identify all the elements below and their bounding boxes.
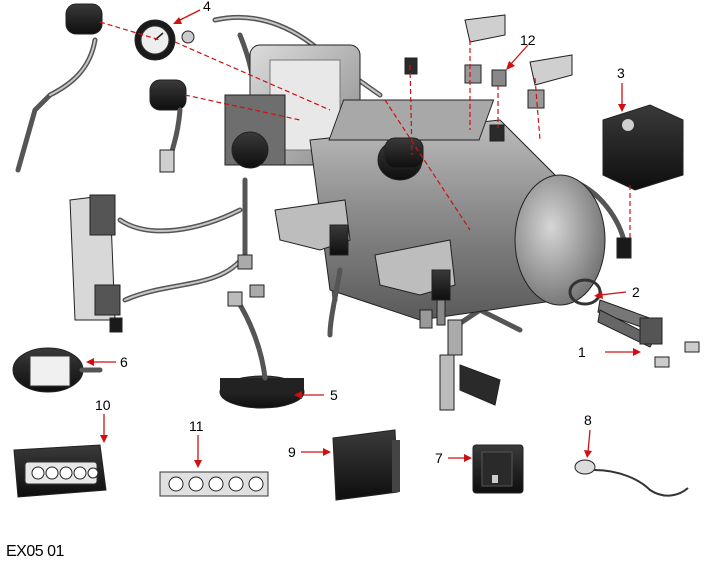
rocker-switch [472, 444, 524, 494]
machine-assembly [15, 3, 700, 411]
callout-8: 8 [584, 412, 592, 458]
diagram-reference-code: EX05 01 [6, 543, 64, 560]
keypad [13, 444, 107, 498]
temperature-probe [574, 459, 689, 497]
timer-motor [12, 347, 103, 393]
callout-1: 1 [578, 344, 641, 360]
callout-4: 4 [173, 0, 211, 24]
callouts: 1 2 3 4 5 6 [86, 0, 641, 468]
callout-2-label: 2 [632, 284, 640, 300]
callout-7-label: 7 [435, 450, 443, 466]
control-box [332, 429, 400, 501]
callout-12: 12 [506, 32, 536, 70]
callout-8-label: 8 [584, 412, 592, 428]
callout-5: 5 [294, 387, 338, 403]
relation-lines [99, 21, 631, 238]
callout-5-label: 5 [330, 387, 338, 403]
callout-2: 2 [594, 284, 640, 300]
pressure-switch [602, 104, 684, 191]
callout-6: 6 [86, 354, 128, 370]
callout-3-label: 3 [617, 65, 625, 81]
callout-3: 3 [617, 65, 626, 112]
drip-tray-assembly [219, 291, 305, 409]
callout-9: 9 [288, 444, 331, 460]
callout-7: 7 [435, 450, 472, 466]
keypad-label [159, 471, 269, 497]
callout-12-label: 12 [520, 32, 536, 48]
callout-4-label: 4 [203, 0, 211, 14]
callout-10: 10 [95, 397, 111, 443]
callout-11: 11 [189, 418, 204, 468]
callout-9-label: 9 [288, 444, 296, 460]
callout-1-label: 1 [578, 344, 586, 360]
callout-10-label: 10 [95, 397, 111, 413]
callout-11-label: 11 [189, 418, 204, 434]
callout-6-label: 6 [120, 354, 128, 370]
